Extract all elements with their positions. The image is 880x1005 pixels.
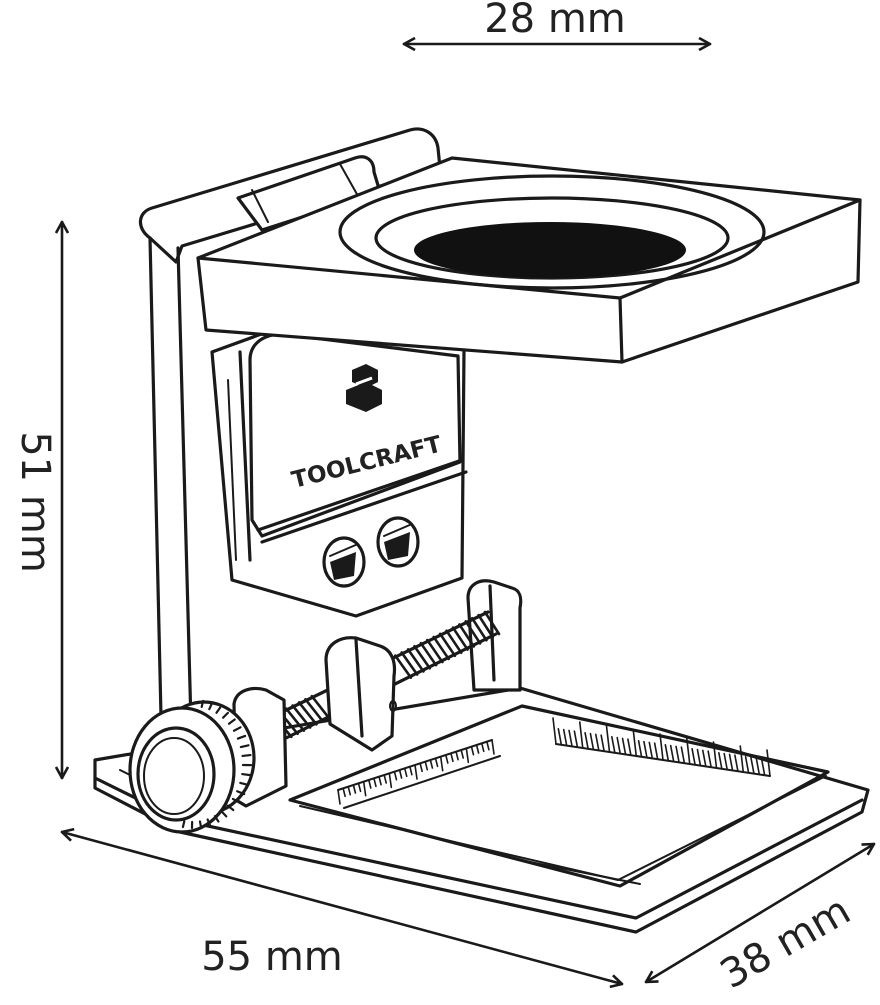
light-button-right <box>378 518 418 566</box>
knurl-line <box>242 774 250 775</box>
rod-thread <box>453 628 468 650</box>
rod-thread <box>414 646 429 668</box>
magnifier-lens <box>414 222 686 278</box>
light-button-left <box>324 538 364 586</box>
dimension-label-depth: 38 mm <box>713 887 859 998</box>
dimension-height: 51 mm <box>12 222 62 778</box>
rod-thread <box>395 656 411 678</box>
rod-thread <box>447 631 462 653</box>
dimension-label-height: 51 mm <box>12 431 58 573</box>
dimension-label-lens-width: 28 mm <box>484 0 626 42</box>
rod-thread <box>440 634 455 656</box>
rod-thread <box>421 643 436 665</box>
rod-thread <box>299 702 316 724</box>
rod-thread <box>312 696 329 718</box>
rod-thread <box>408 649 423 671</box>
knurl-line <box>183 821 184 827</box>
rod-thread <box>305 699 322 721</box>
dimension-lens-width: 28 mm <box>404 0 710 44</box>
rod-thread <box>427 640 442 662</box>
rod-thread <box>402 653 418 675</box>
knurl-line <box>200 821 201 827</box>
knurl-line <box>243 755 251 756</box>
dimension-label-length: 55 mm <box>201 934 343 980</box>
knurl-line <box>202 701 203 707</box>
rod-thread <box>434 637 449 659</box>
